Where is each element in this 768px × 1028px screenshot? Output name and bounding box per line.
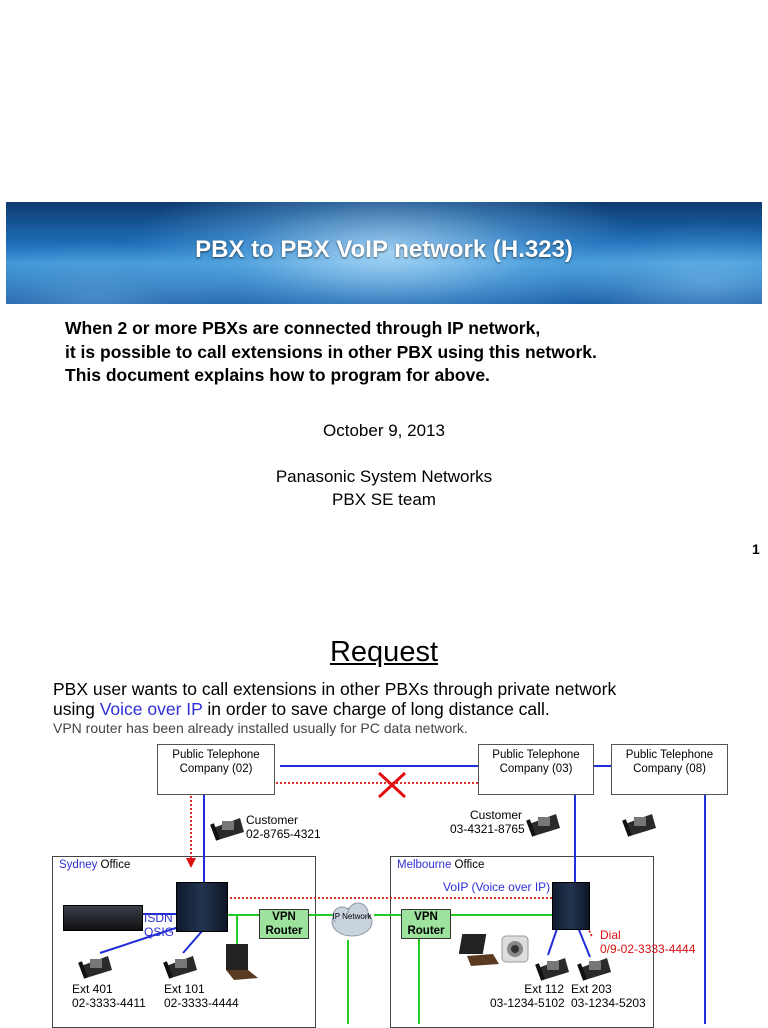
request-line-1: PBX user wants to call extensions in oth… [53,679,617,699]
cross-mark-icon [377,771,407,799]
ip-network-drop [347,940,349,1024]
company-name: Panasonic System Networks [275,467,493,486]
desk-phone-icon [163,956,197,979]
wan-melbourne [374,914,402,916]
wan-sydney [309,914,337,916]
pstn-line-sydney [203,793,205,883]
sydney-office-label: Sydney Office [59,859,131,871]
laptop-icon [226,944,258,980]
rack-unit-icon [63,905,143,931]
title-banner [6,202,762,304]
desk-phone-icon [622,814,656,837]
ip-network-label: IP Network [332,912,372,921]
page-number: 1 [752,541,760,557]
desk-phone-icon [535,958,569,981]
pbx-cabinet-icon [552,882,590,930]
team-name: PBX SE team [332,490,436,509]
cloud-icon [331,902,373,937]
camera-icon [501,935,529,963]
lan-sydney [226,914,260,916]
melbourne-office-label: Melbourne Office [397,859,485,871]
desk-phone-icon [78,956,112,979]
voip-label: VoIP (Voice over IP) [443,880,551,894]
request-line-2: using Voice over IP in order to save cha… [53,699,550,719]
voip-highlight: Voice over IP [99,699,203,719]
desk-phone-icon [526,814,560,837]
intro-line-3: This document explains how to program fo… [65,365,490,385]
request-title: Request [329,636,438,668]
intro-line-2: it is possible to call extensions in oth… [65,342,597,362]
desk-phone-icon [577,958,611,981]
pbx-cabinet-icon [176,882,228,932]
laptop-icon [459,934,499,966]
ptc-link [280,765,478,767]
lan-sydney-pc [236,914,238,944]
request-note: VPN router has been already installed us… [53,720,468,736]
document-date: October 9, 2013 [323,421,445,440]
lan-melbourne-drop [418,938,420,1024]
desk-phone-icon [210,818,244,841]
ptc-link-08 [592,765,611,767]
slide-title: PBX to PBX VoIP network (H.323) [195,236,573,263]
lan-melbourne [449,914,552,916]
pstn-line-08 [704,793,706,1024]
qsig-link [142,913,176,915]
pstn-line-melbourne [574,773,576,885]
intro-line-1: When 2 or more PBXs are connected throug… [65,318,541,338]
